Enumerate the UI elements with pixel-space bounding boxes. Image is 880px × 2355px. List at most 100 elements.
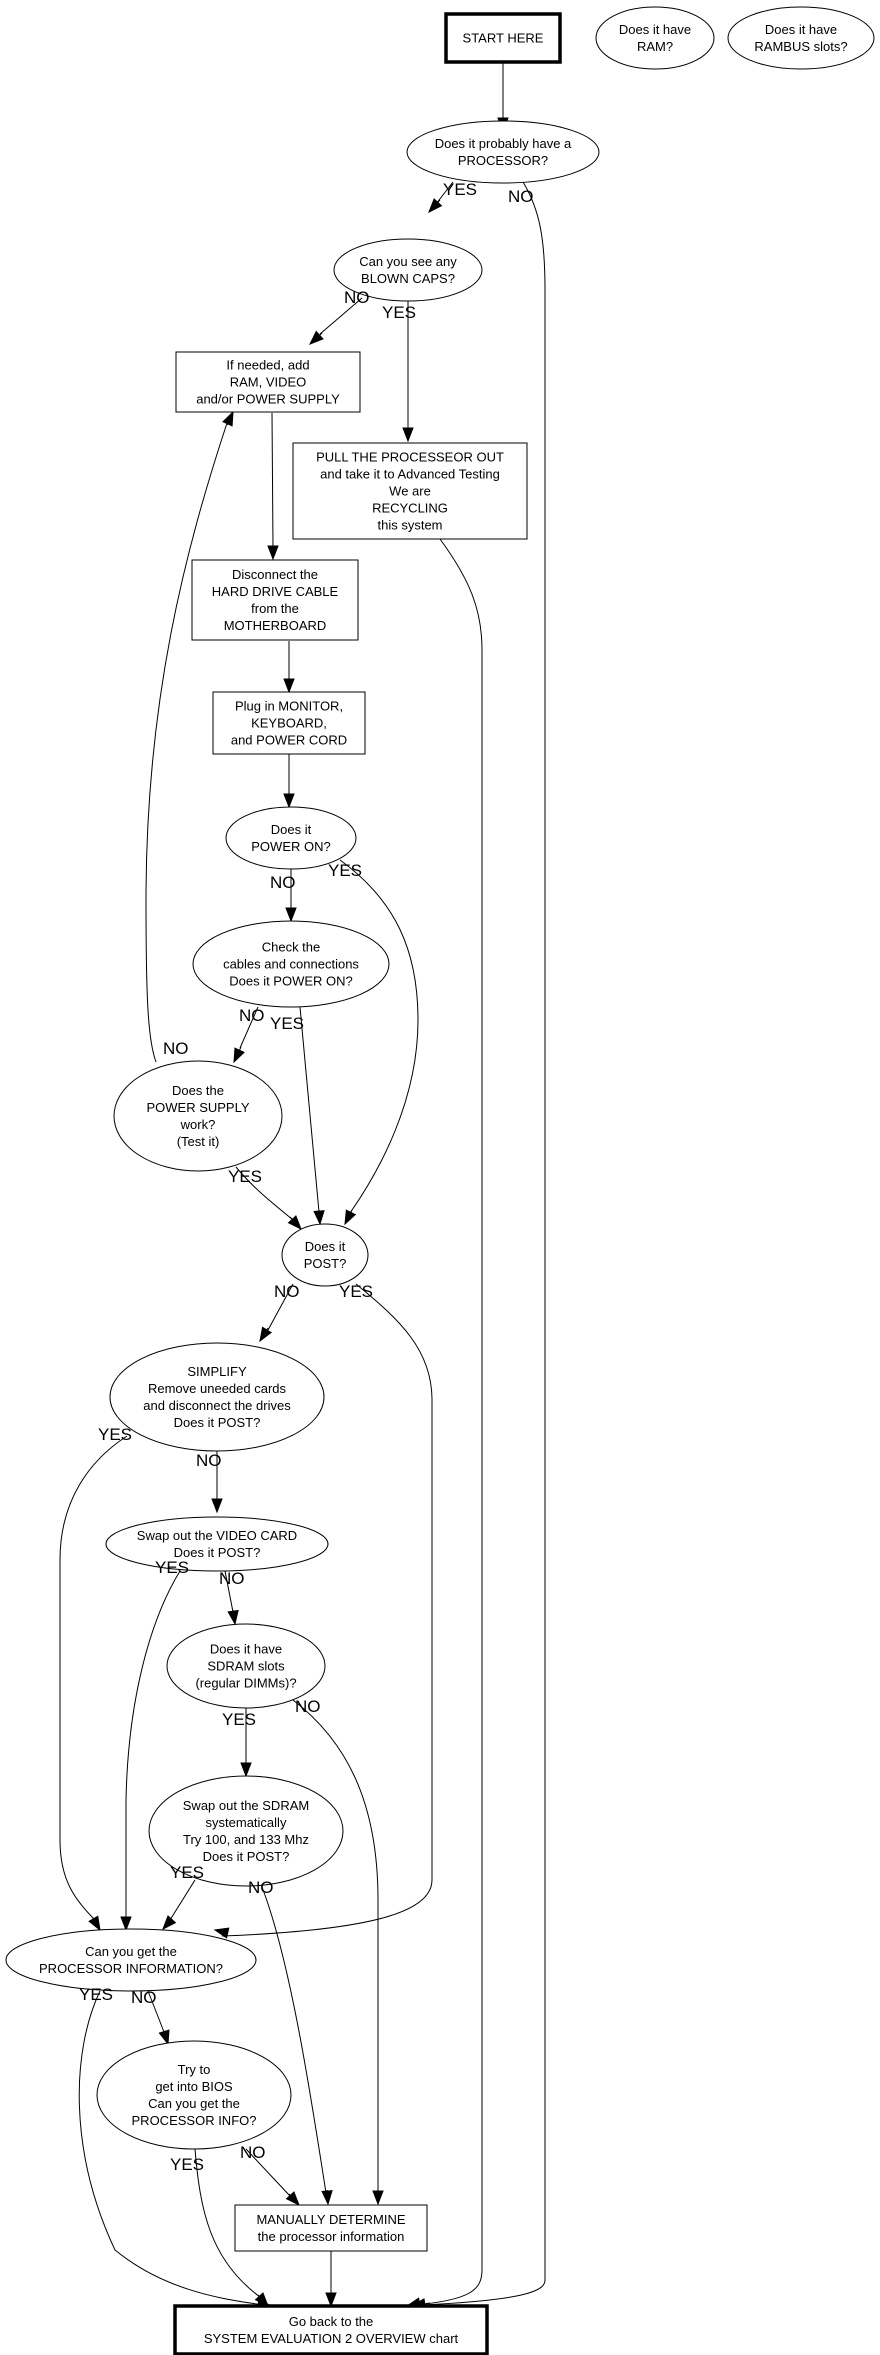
edge-label-no: NO	[295, 1697, 321, 1716]
edge-line	[59, 1435, 128, 1921]
node-text-line: If needed, add	[226, 358, 309, 373]
edge-label-yes: YES	[222, 1710, 256, 1729]
edge-line	[267, 1283, 294, 1331]
terminal-box	[444, 12, 562, 64]
edge-check-cables-to-power-supply	[233, 1006, 259, 1064]
node-text-line: PROCESSOR INFO?	[132, 2113, 257, 2128]
node-text-line: Can you get the	[85, 1944, 177, 1959]
node-plug-in: Plug in MONITOR,KEYBOARD,and POWER CORD	[212, 691, 366, 755]
decision-ellipse	[5, 1928, 257, 1992]
decision-ellipse	[96, 2040, 292, 2150]
edge-line-end	[288, 2193, 291, 2196]
node-text-line: SDRAM slots	[207, 1659, 285, 1674]
node-text-line: Does the	[172, 1083, 224, 1098]
edge-line-end	[289, 1216, 293, 1220]
edge-sdram-slots-to-manual	[292, 1699, 384, 2206]
decision-ellipse	[595, 6, 715, 70]
edge-label-no: NO	[240, 2143, 266, 2162]
node-start: START HERE	[444, 12, 562, 64]
edge-line	[239, 1006, 259, 1049]
edge-label-yes: YES	[98, 1425, 132, 1444]
node-text-line: Remove uneeded cards	[148, 1381, 287, 1396]
edge-sdram-slots-to-swap-sdram	[240, 1708, 252, 1778]
arrowhead-icon	[162, 1915, 177, 1931]
arrowhead-icon	[227, 1609, 239, 1626]
edge-line	[147, 1990, 165, 2033]
edge-label-no: NO	[239, 1006, 265, 1025]
decision-ellipse	[727, 6, 875, 70]
decision-ellipse	[225, 806, 357, 870]
node-text-line: and disconnect the drives	[143, 1398, 291, 1413]
node-text-line: We are	[389, 484, 431, 499]
edge-simplify-to-swap-video	[211, 1451, 223, 1514]
node-text-line: Does it probably have a	[435, 136, 572, 151]
edge-line	[245, 2148, 291, 2197]
edge-line	[419, 181, 546, 2306]
node-text-line: Does it POST?	[203, 1849, 290, 1864]
arrowhead-icon	[285, 907, 297, 923]
node-text-line: Check the	[262, 940, 321, 955]
decision-ellipse	[148, 1775, 344, 1887]
edge-label-yes: YES	[79, 1985, 113, 2004]
edge-bios-to-manual	[245, 2148, 300, 2207]
node-text-line: SIMPLIFY	[187, 1364, 247, 1379]
node-text-line: Plug in MONITOR,	[235, 699, 343, 714]
arrowhead-icon	[259, 1326, 272, 1343]
node-text-line: Does it have	[765, 22, 837, 37]
edge-line	[299, 1006, 320, 1213]
node-text-line: RECYCLING	[372, 501, 448, 516]
arrowhead-icon	[283, 678, 295, 694]
edge-label-yes: YES	[328, 861, 362, 880]
edge-swap-sdram-to-proc-info	[162, 1879, 196, 1931]
edge-power-supply-to-post	[235, 1166, 302, 1231]
node-text-line: POWER SUPPLY	[146, 1100, 249, 1115]
node-text-line: RAM?	[637, 39, 673, 54]
edge-label-yes: YES	[170, 1863, 204, 1882]
arrowhead-icon	[213, 1927, 230, 1939]
node-text-line: Can you see any	[359, 254, 457, 269]
node-text-line: and/or POWER SUPPLY	[196, 392, 340, 407]
arrowhead-icon	[88, 1915, 101, 1932]
terminal-box	[173, 2304, 489, 2355]
node-text-line: START HERE	[463, 31, 544, 46]
arrowhead-icon	[321, 2190, 333, 2206]
node-text-line: RAMBUS slots?	[754, 39, 847, 54]
node-text-line: Does it have	[210, 1642, 282, 1657]
edge-check-cables-to-post	[299, 1006, 325, 1226]
edge-line-end	[257, 2294, 260, 2297]
edge-line-end	[226, 423, 229, 426]
edge-label-no: NO	[344, 288, 370, 307]
node-text-line: Does it	[271, 822, 312, 837]
node-has-processor: Does it probably have a PROCESSOR?	[406, 120, 600, 184]
node-text-line: PROCESSOR?	[458, 153, 548, 168]
node-text-line: this system	[377, 518, 442, 533]
edge-power-supply-to-add-parts	[145, 410, 234, 1063]
arrowhead-icon	[372, 2190, 384, 2206]
edge-label-yes: YES	[155, 1558, 189, 1577]
edge-line	[125, 1570, 181, 1917]
edge-line	[145, 419, 229, 1063]
process-box	[212, 691, 366, 755]
node-text-line: systematically	[206, 1815, 287, 1830]
edges-layer	[59, 62, 546, 2310]
edge-label-yes: YES	[443, 180, 477, 199]
node-text-line: MANUALLY DETERMINE	[256, 2212, 405, 2227]
edge-label-no: NO	[196, 1451, 222, 1470]
edge-line	[221, 1283, 433, 1937]
edge-bios-to-go-back	[194, 2148, 269, 2308]
edge-line	[235, 1166, 294, 1221]
node-text-line: Does it POST?	[174, 1545, 261, 1560]
edge-proc-info-to-bios	[147, 1990, 170, 2046]
arrowhead-icon	[233, 1047, 245, 1064]
